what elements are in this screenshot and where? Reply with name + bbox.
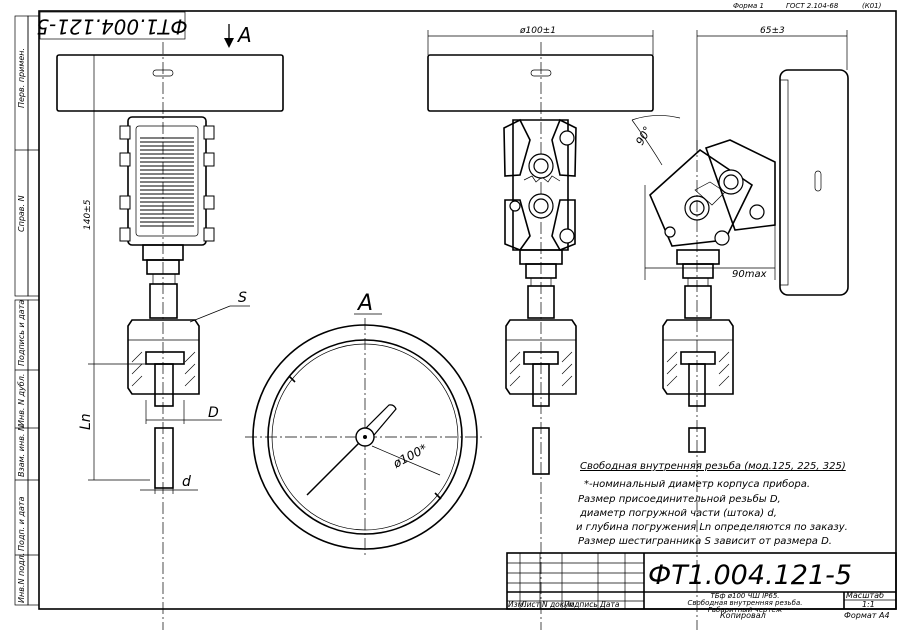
tb-desc-3: Габаритный чертеж [708, 606, 783, 614]
dim-s: S [238, 290, 247, 306]
rotated-code: ФТ1.004.121-5 [36, 15, 187, 39]
dial-view: А ø100* [245, 291, 485, 556]
left-view: 140±5 Ln D d S [56, 42, 284, 630]
side-label-inv-dubl: Инв. N дубл. [17, 374, 26, 426]
dim-d-big: D [208, 405, 219, 421]
tb-desc-2: Свободная внутренняя резьба. [688, 599, 803, 607]
notes-line-4: и глубина погружения Ln определяются по … [576, 521, 848, 533]
notes: Свободная внутренняя резьба (мод.125, 22… [576, 460, 848, 547]
title-block: Изм. Лист N докум. Подпись Дата ФТ1.004.… [506, 552, 897, 620]
side-label-inv-podl: Инв.N подл. [17, 553, 26, 603]
tb-format: Формат А4 [844, 611, 890, 620]
rotated-code-box: ФТ1.004.121-5 [36, 11, 188, 40]
dim-dia-top: ø100±1 [519, 26, 556, 36]
dim-view-a: А [356, 291, 373, 316]
tb-col-data: Дата [599, 600, 620, 609]
drawing-frame [38, 10, 897, 610]
tb-code: ФТ1.004.121-5 [648, 560, 852, 591]
dim-dial-dia: ø100* [390, 441, 429, 471]
header-gost: ГОСТ 2.104-68 [786, 2, 839, 10]
tb-col-izm: Изм. [508, 600, 526, 609]
dim-d-small: d [182, 474, 191, 490]
side-label-podp-data: Подп. и дата [17, 496, 26, 551]
tb-masshtab-label: Масштаб [846, 591, 884, 600]
side-label-podpis: Подпись и дата [17, 300, 26, 366]
header-ko: (К01) [862, 2, 882, 10]
tb-copied: Копировал [720, 611, 766, 620]
dim-height: 140±5 [83, 199, 93, 230]
side-strip: Перв. примен. Справ. N Подпись и дата Ин… [14, 15, 40, 606]
notes-line-1: *-номинальный диаметр корпуса прибора. [584, 478, 810, 490]
notes-line-2: Размер присоединительной резьбы D, [578, 493, 781, 505]
side-label-sprav: Справ. N [17, 195, 26, 232]
dim-angle: 90° [633, 124, 654, 147]
view-arrow: А [224, 23, 252, 48]
side-label-perv: Перв. примен. [17, 48, 26, 108]
tb-col-podpis: Подпись [564, 600, 598, 609]
notes-line-3: диаметр погружной части (штока) d, [579, 508, 777, 519]
header-forma: Форма 1 [733, 2, 764, 10]
view-arrow-label: А [236, 23, 252, 47]
tb-col-ndoc: N докум. [542, 600, 577, 609]
tb-masshtab-value: 1:1 [862, 600, 875, 609]
side-label-vzam: Взам. инв. N [17, 425, 26, 477]
tb-col-list: Лист [520, 600, 541, 609]
dim-ln: Ln [78, 413, 94, 430]
dim-depth: 65±3 [760, 26, 785, 36]
notes-title: Свободная внутренняя резьба (мод.125, 22… [580, 460, 846, 472]
dim-width-max: 90max [732, 269, 767, 280]
notes-line-5: Размер шестигранника S зависит от размер… [578, 536, 832, 547]
tb-desc-1: ТБф ø100 ЧШ IP65. [710, 592, 779, 600]
middle-view: ø100±1 [427, 26, 654, 630]
